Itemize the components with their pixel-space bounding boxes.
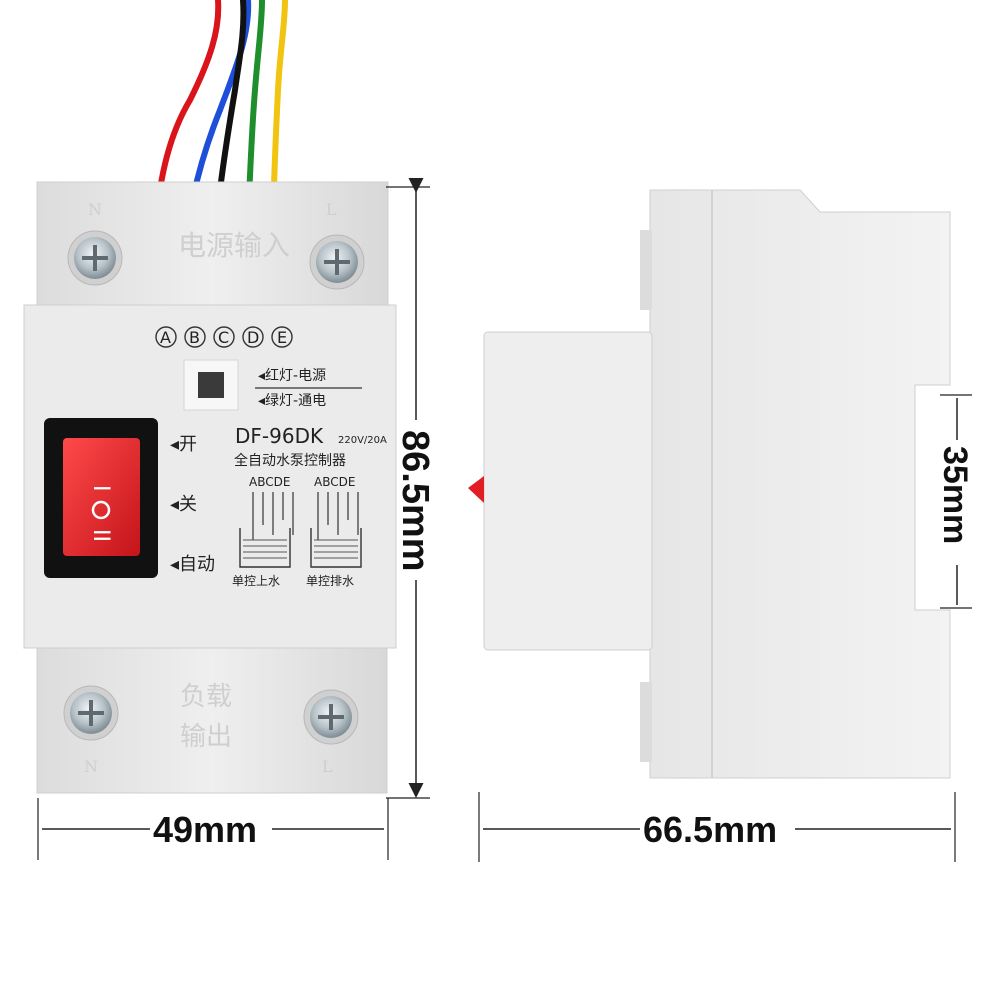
rocker-symbol-on: I (88, 485, 113, 492)
diagram-letters-left: ABCDE (249, 475, 290, 489)
indicator-lens (198, 372, 224, 398)
terminal-letter: C (218, 328, 229, 347)
model-rating: 220V/20A (338, 435, 387, 446)
terminal-letter: A (160, 328, 171, 347)
mode-drain-label: 单控排水 (306, 574, 354, 588)
indicator-window (183, 359, 239, 411)
dimension-side-depth: 66.5mm (478, 792, 956, 862)
side-view (468, 189, 951, 779)
rocker-symbol-auto: II (88, 529, 113, 542)
rocker-switch[interactable]: I II (63, 438, 140, 556)
indicator-red-label: ◂红灯-电源 (258, 368, 326, 384)
mode-fill-label: 单控上水 (232, 574, 280, 588)
screw-icon (67, 230, 123, 286)
top-terminal-l: L (326, 200, 337, 219)
side-rocker-edge (468, 476, 484, 503)
product-name: 全自动水泵控制器 (234, 452, 346, 469)
terminal-letter-row: A B C D E (155, 326, 293, 348)
bottom-terminal-l: L (322, 757, 333, 776)
terminal-letter: B (189, 328, 200, 347)
terminal-letter: D (247, 328, 259, 347)
diagram-letters-right: ABCDE (314, 475, 355, 489)
dimension-side-depth-label: 66.5mm (643, 809, 777, 850)
top-embossed-text: 电源输入 (178, 229, 290, 262)
front-view: N L 电源输入 A B C D E (23, 0, 397, 794)
dimension-rail-slot-label: 35mm (936, 446, 974, 544)
bottom-embossed-text-2: 输出 (180, 722, 232, 752)
top-terminal-n: N (88, 200, 102, 219)
screw-icon (63, 685, 119, 741)
side-front-face (483, 331, 653, 651)
dimension-front-width-label: 49mm (153, 809, 257, 850)
switch-label-auto: ◂自动 (170, 554, 215, 575)
bottom-terminal-n: N (84, 757, 98, 776)
switch-label-on: ◂开 (170, 434, 197, 455)
indicator-green-label: ◂绿灯-通电 (258, 393, 326, 409)
terminal-letter: E (277, 328, 287, 347)
side-body (649, 189, 951, 779)
model-number: DF-96DK (235, 424, 324, 448)
screw-icon (303, 689, 359, 745)
dimension-rail-slot: 35mm (936, 394, 974, 609)
screw-icon (309, 234, 365, 290)
switch-label-off: ◂关 (170, 494, 197, 515)
dimension-front-width: 49mm (37, 798, 389, 860)
rocker-symbol-off (91, 500, 111, 520)
bottom-embossed-text-1: 负载 (180, 682, 232, 712)
dimension-height-label: 86.5mm (394, 430, 436, 572)
wiring-diagram: ABCDE ABCDE 单控上水 单控排水 (232, 475, 362, 588)
dimension-height: 86.5mm (386, 178, 436, 799)
